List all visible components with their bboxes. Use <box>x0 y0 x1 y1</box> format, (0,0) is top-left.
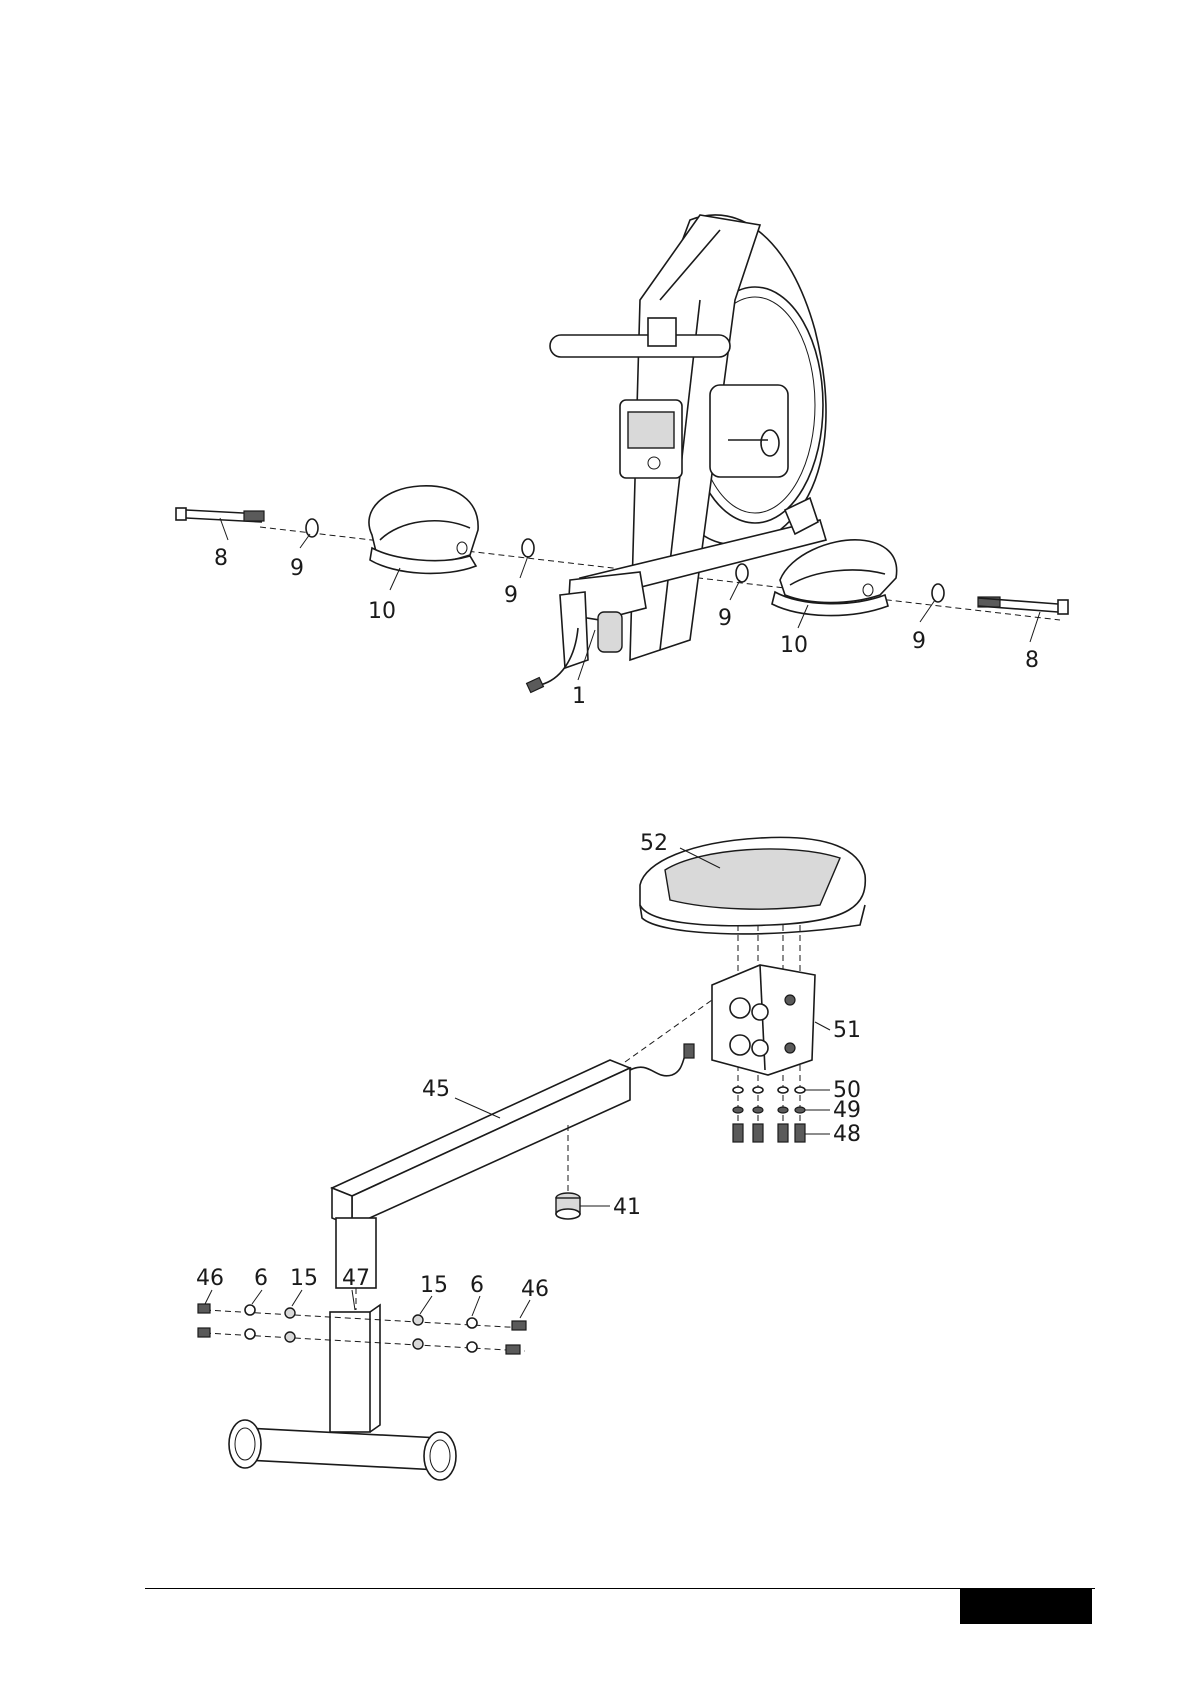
footer-rule <box>145 1588 1095 1589</box>
part-label-49: 49 <box>833 1098 861 1123</box>
seat-bracket-part-51 <box>712 965 815 1075</box>
page-number-box <box>960 1588 1092 1624</box>
part-label-6-right: 6 <box>470 1273 484 1298</box>
seat-part-52 <box>640 837 865 934</box>
part-label-52: 52 <box>640 831 668 856</box>
part-label-41: 41 <box>613 1195 641 1220</box>
part-label-45: 45 <box>422 1077 450 1102</box>
rubber-foot-part-41 <box>556 1193 580 1219</box>
part-label-46-left: 46 <box>196 1266 224 1291</box>
part-label-48: 48 <box>833 1122 861 1147</box>
part-label-6-left: 6 <box>254 1266 268 1291</box>
washers-part-50 <box>733 1087 805 1093</box>
washers-part-49 <box>733 1107 805 1113</box>
fasteners-left <box>198 1304 295 1342</box>
bolts-part-48 <box>733 1124 805 1142</box>
part-label-51: 51 <box>833 1018 861 1043</box>
part-label-47: 47 <box>342 1266 370 1291</box>
part-label-15-left: 15 <box>290 1266 318 1291</box>
assembly-diagram-bottom: 52 51 50 49 48 45 41 46 6 15 47 15 6 46 <box>0 0 1192 1500</box>
fasteners-right <box>413 1315 526 1354</box>
part-label-15-right: 15 <box>420 1273 448 1298</box>
rear-stand-part-47 <box>229 1218 456 1480</box>
rail-part-45 <box>332 1000 712 1226</box>
part-label-46-right: 46 <box>521 1277 549 1302</box>
